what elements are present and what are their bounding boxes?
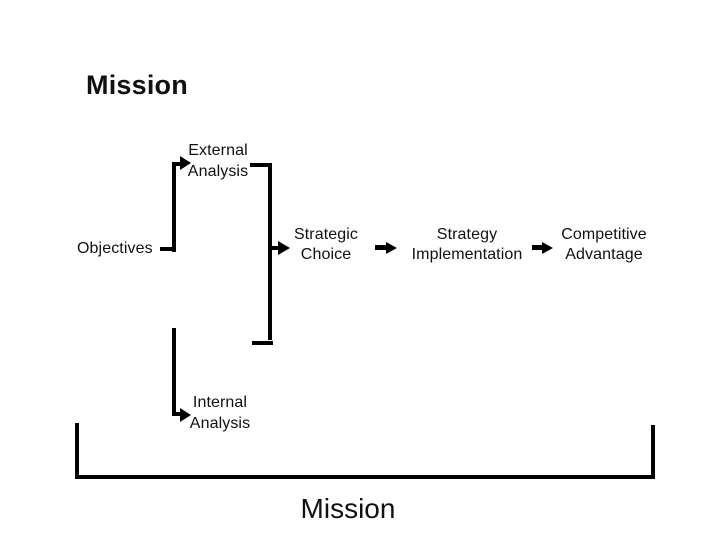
internal-analysis-line1: Internal: [192, 394, 248, 411]
competitive-advantage-line1: Competitive: [561, 226, 647, 243]
bottom-mission-label: Mission: [300, 493, 396, 524]
bottom-bracket-left-tick: [75, 423, 79, 479]
strategic-choice-arrow-stub: [270, 246, 279, 250]
top-mission-title: Mission: [86, 70, 188, 100]
strategic-choice-label: Strategic Choice: [282, 225, 370, 265]
objectives-dash-line: [160, 247, 174, 251]
objectives-to-internal-line: [172, 328, 176, 416]
implementation-to-advantage-arrow-shaft: [532, 245, 544, 250]
choice-to-implementation-arrowhead-icon: [386, 242, 397, 254]
implementation-to-advantage-arrowhead-icon: [542, 242, 553, 254]
internal-analysis-label: Internal Analysis: [178, 392, 262, 434]
objectives-label: Objectives: [77, 240, 153, 257]
internal-arrowhead-icon: [180, 408, 191, 422]
choice-to-implementation-arrow-shaft: [375, 245, 388, 250]
strategic-choice-line2: Choice: [300, 246, 352, 263]
external-analysis-label: External Analysis: [176, 140, 260, 182]
strategy-implementation-line1: Strategy: [436, 226, 498, 243]
objectives-to-external-line: [172, 162, 176, 252]
external-arrow-stub: [172, 162, 181, 166]
external-arrowhead-icon: [180, 156, 191, 170]
internal-analysis-line2: Analysis: [189, 415, 251, 432]
strategic-choice-line1: Strategic: [293, 226, 359, 243]
strategy-implementation-line2: Implementation: [411, 246, 523, 263]
strategy-implementation-label: Strategy Implementation: [402, 225, 532, 265]
internal-arrow-stub: [172, 412, 181, 416]
competitive-advantage-label: Competitive Advantage: [554, 225, 654, 265]
bracket-bottom-dash-line: [252, 341, 273, 345]
bracket-top-line: [250, 163, 272, 167]
bottom-bracket-horizontal-line: [75, 475, 655, 479]
strategic-choice-arrowhead-icon: [278, 241, 290, 255]
competitive-advantage-line2: Advantage: [565, 246, 643, 263]
external-analysis-line2: Analysis: [187, 163, 249, 180]
external-analysis-line1: External: [188, 142, 248, 159]
bottom-bracket-right-tick: [651, 425, 655, 479]
bracket-vertical-line: [268, 163, 272, 340]
